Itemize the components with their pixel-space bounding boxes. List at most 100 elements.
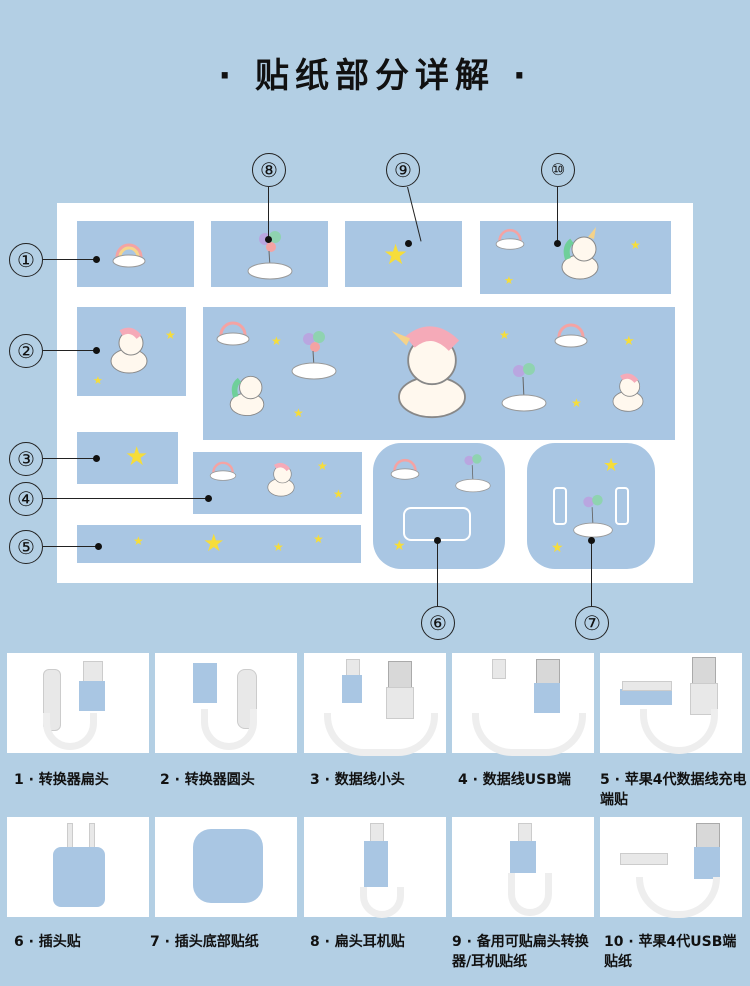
leader-dot (93, 347, 100, 354)
unicorn-icon (561, 227, 599, 280)
balloon-cloud-icon (455, 454, 491, 493)
balloon-cloud-icon (573, 494, 613, 538)
sticker-applied (53, 847, 105, 907)
leader-dot (434, 537, 441, 544)
star-icon: ★ (273, 540, 284, 554)
rainbow-cloud-icon (216, 321, 250, 346)
caption-4: 4 · 数据线USB端 (458, 772, 571, 788)
star-icon: ★ (504, 274, 514, 287)
usb-connector (536, 659, 560, 685)
shooting-star-icon: ★ (125, 442, 149, 472)
page-title: · 贴纸部分详解 · (218, 56, 532, 96)
leader-line (43, 259, 95, 261)
leader-line (557, 187, 559, 243)
product-photo-6 (7, 817, 149, 917)
sticker-applied (364, 841, 388, 887)
sticker-main: ★ ★ ★ ★ ★ (203, 307, 675, 440)
cable (43, 713, 97, 750)
star-icon: ★ (317, 459, 328, 473)
lightning-connector (492, 659, 506, 679)
star-icon: ★ (293, 406, 304, 420)
rainbow-cloud-icon (554, 323, 588, 348)
usb-connector (692, 657, 716, 685)
rainbow-cloud-icon (112, 243, 146, 268)
sticker-9: ★ (345, 221, 462, 287)
cable (640, 709, 718, 754)
cable (508, 873, 552, 916)
leader-line (43, 458, 95, 460)
sticker-4: ★ ★ (193, 452, 362, 514)
prong-slot-right (615, 487, 629, 525)
cable (472, 713, 586, 756)
caption-10: 10 · 苹果4代USB端贴纸 (604, 934, 737, 970)
star-icon: ★ (393, 538, 406, 554)
caption-9: 9 · 备用可贴扁头转换器/耳机贴纸 (452, 934, 589, 970)
marker-1: ① (9, 243, 43, 277)
leader-dot (93, 455, 100, 462)
caption-3: 3 · 数据线小头 (310, 772, 405, 788)
usb-slot-outline (403, 507, 471, 541)
sticker-applied (79, 681, 105, 711)
leader-line (43, 498, 207, 500)
sticker-applied (510, 841, 536, 873)
marker-2: ② (9, 334, 43, 368)
caption-5: 5 · 苹果4代数据线充电端贴 (600, 772, 747, 808)
plug-prong (67, 823, 73, 849)
product-photo-10 (600, 817, 742, 918)
leader-dot (405, 240, 412, 247)
marker-6: ⑥ (421, 606, 455, 640)
balloon-cloud-icon (501, 363, 547, 412)
leader-dot (554, 240, 561, 247)
marker-9: ⑨ (386, 153, 420, 187)
star-icon: ★ (133, 534, 144, 548)
marker-10: ⑩ (541, 153, 575, 187)
dock-connector (622, 681, 672, 691)
shooting-star-icon: ★ (383, 238, 409, 271)
sticker-6: ★ (373, 443, 505, 569)
rainbow-cloud-icon (209, 461, 237, 481)
marker-8: ⑧ (252, 153, 286, 187)
caption-8: 8 · 扁头耳机贴 (310, 934, 405, 950)
star-icon: ★ (623, 334, 635, 349)
star-icon: ★ (630, 238, 641, 252)
cable (324, 713, 438, 756)
leader-dot (95, 543, 102, 550)
leader-dot (205, 495, 212, 502)
unicorn-icon (229, 375, 265, 416)
sticker-5: ★ ★ ★ ★ (77, 525, 361, 563)
sticker-applied (534, 683, 560, 713)
unicorn-icon (267, 462, 295, 497)
product-photo-5 (600, 653, 742, 754)
leader-line (43, 350, 95, 352)
unicorn-icon (391, 326, 466, 419)
sticker-applied (193, 663, 217, 703)
leader-line (591, 540, 593, 606)
sticker-8 (211, 221, 328, 287)
product-photo-8 (304, 817, 446, 918)
caption-7: 7 · 插头底部贴纸 (150, 934, 259, 950)
product-photo-4 (452, 653, 594, 756)
rainbow-cloud-icon (390, 458, 420, 480)
star-icon: ★ (499, 328, 510, 342)
cable (201, 709, 257, 750)
prong-slot-left (553, 487, 567, 525)
star-icon: ★ (271, 334, 282, 348)
caption-6: 6 · 插头贴 (14, 934, 81, 950)
marker-7: ⑦ (575, 606, 609, 640)
sticker-applied (620, 689, 672, 705)
usb-connector (696, 823, 720, 849)
cable (636, 877, 720, 918)
star-icon: ★ (551, 540, 564, 556)
product-photo-7 (155, 817, 297, 917)
caption-1: 1 · 转换器扁头 (14, 772, 109, 788)
star-icon: ★ (571, 396, 582, 410)
product-photo-3 (304, 653, 446, 756)
lightning-connector (518, 823, 532, 843)
leader-dot (93, 256, 100, 263)
caption-2: 2 · 转换器圆头 (160, 772, 255, 788)
usb-connector (388, 661, 412, 689)
unicorn-icon (612, 373, 644, 412)
shooting-star-icon: ★ (203, 529, 225, 557)
leader-line (268, 187, 270, 239)
sticker-applied (342, 675, 362, 703)
